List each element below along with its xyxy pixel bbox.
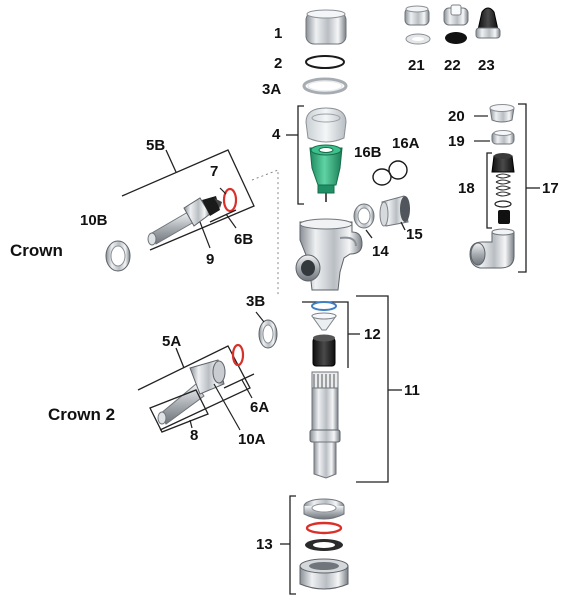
part-3a-ring <box>302 77 348 95</box>
part-1-cap <box>305 9 347 45</box>
part-3b-ring <box>258 319 278 349</box>
label-18: 18 <box>458 180 475 197</box>
label-3b: 3B <box>246 293 266 310</box>
label-15: 15 <box>406 226 423 243</box>
label-12: 12 <box>364 326 381 343</box>
bracket-4 <box>297 105 304 205</box>
part-14-coupling-nut <box>353 203 375 229</box>
part-12-seal-kit <box>311 301 337 367</box>
label-9: 9 <box>206 251 215 268</box>
label-16a: 16A <box>392 135 420 152</box>
label-22: 22 <box>444 57 461 74</box>
label-4: 4 <box>272 126 281 143</box>
label-5b: 5B <box>146 137 166 154</box>
part-7-red-oring <box>222 187 238 213</box>
label-7: 7 <box>210 163 219 180</box>
label-6b: 6B <box>234 231 254 248</box>
part-16a-oring <box>388 160 408 180</box>
part-19-ring <box>491 130 515 145</box>
part-10b-ring <box>105 240 131 272</box>
section-title-crown: Crown <box>10 241 63 260</box>
bracket-6a <box>223 373 255 389</box>
part-16b-spring <box>372 168 392 186</box>
part-4-dome <box>305 107 347 202</box>
bracket-18 <box>486 152 492 229</box>
part-5b-handle <box>147 196 222 246</box>
label-5a: 5A <box>162 333 182 350</box>
bracket-6b <box>209 209 237 223</box>
part-15-tailpiece <box>379 195 410 227</box>
label-2: 2 <box>274 55 283 72</box>
bracket-13 <box>289 495 296 595</box>
label-3a: 3A <box>262 81 282 98</box>
label-16b: 16B <box>354 144 382 161</box>
label-21: 21 <box>408 57 425 74</box>
bracket-17 <box>518 103 527 273</box>
dotted-guide <box>251 169 279 296</box>
label-10b: 10B <box>80 212 108 229</box>
label-20: 20 <box>448 108 465 125</box>
label-19: 19 <box>448 133 465 150</box>
part-23-cap-assembly <box>475 7 501 39</box>
label-8: 8 <box>190 427 199 444</box>
part-21-cap-and-ring <box>404 5 431 45</box>
label-14: 14 <box>372 243 389 260</box>
part-6a-red-oring <box>231 343 245 367</box>
part-22-cap-and-plug <box>443 4 469 44</box>
label-11: 11 <box>404 382 420 399</box>
part-13-spud-coupling <box>299 498 349 590</box>
label-6a: 6A <box>250 399 270 416</box>
section-title-crown-2: Crown 2 <box>48 405 116 424</box>
bracket-8 <box>149 389 209 433</box>
label-1: 1 <box>274 25 283 42</box>
part-18-cartridge <box>491 153 515 224</box>
bracket-11 <box>356 295 389 483</box>
label-10a: 10A <box>238 431 266 448</box>
valve-body <box>295 218 363 291</box>
label-13: 13 <box>256 536 273 553</box>
part-20-cap <box>489 104 515 123</box>
part-17-elbow <box>469 228 515 269</box>
part-11-flush-tube <box>309 371 341 479</box>
part-2-oring <box>305 55 345 69</box>
label-23: 23 <box>478 57 495 74</box>
label-17: 17 <box>542 180 559 197</box>
